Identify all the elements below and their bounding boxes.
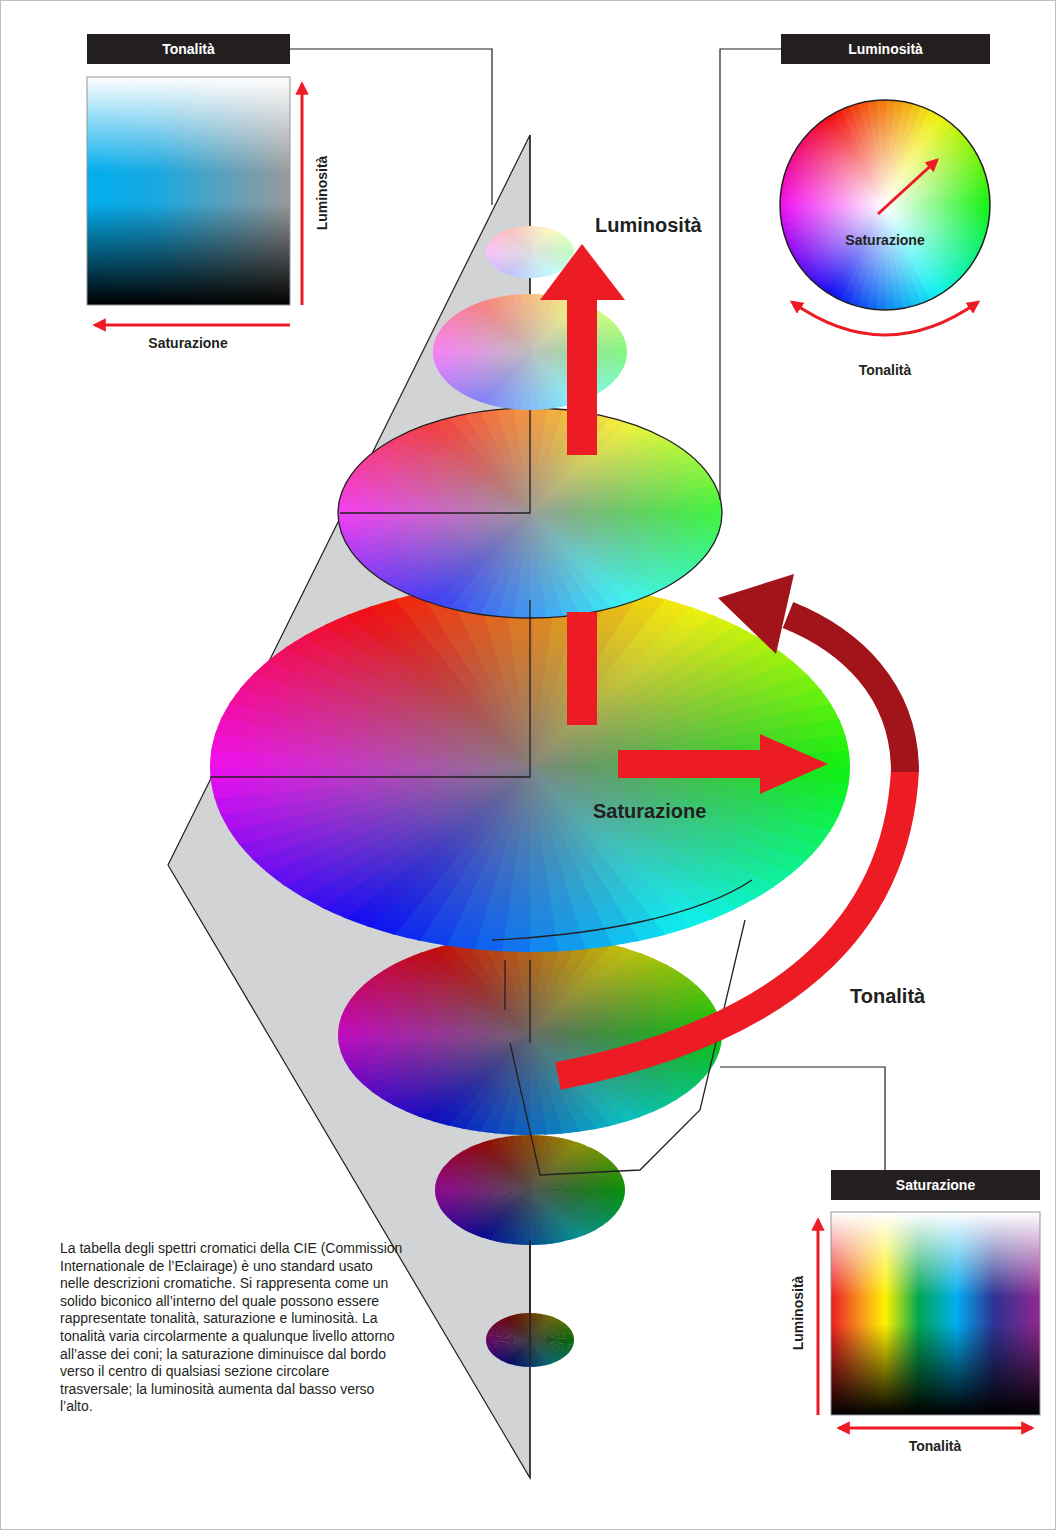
saturation-panel	[720, 1067, 1040, 1428]
dimension-label: Tonalità	[850, 985, 925, 1008]
heading-text: Tonalità	[162, 41, 215, 57]
dimension-label: Tonalità	[909, 1438, 962, 1454]
white-centre	[780, 100, 990, 310]
dimension-label: Saturazione	[593, 800, 706, 823]
lightness-arrow	[540, 244, 625, 725]
colour-section	[486, 226, 574, 278]
grey-centre	[210, 582, 850, 952]
dimension-label: Tonalità	[859, 362, 912, 378]
lightness-panel	[720, 49, 990, 500]
biconic-solid	[210, 226, 850, 1367]
dimension-label: Saturazione	[148, 335, 227, 351]
heading-text: Saturazione	[896, 1177, 975, 1193]
saturation-arrow	[618, 734, 828, 794]
section-lines	[210, 410, 752, 1365]
colour-section	[338, 408, 722, 618]
colour-section	[435, 1135, 625, 1245]
grey-centre	[338, 408, 722, 618]
colour-section	[433, 294, 627, 410]
grey-centre	[435, 1135, 625, 1245]
caption-text: La tabella degli spettri cromatici della…	[60, 1240, 405, 1416]
axis-label: Luminosità	[314, 156, 330, 231]
panel-heading: Saturazione	[831, 1170, 1040, 1200]
dimension-label: Saturazione	[845, 232, 924, 248]
grey-centre	[486, 226, 574, 278]
section-outline	[338, 408, 722, 618]
hue-panel	[87, 49, 492, 325]
axis-label: Luminosità	[790, 1276, 806, 1351]
colour-section	[210, 582, 850, 952]
panel-heading: Luminosità	[781, 34, 990, 64]
grey-centre	[433, 294, 627, 410]
dimension-label: Luminosità	[595, 214, 702, 237]
panel-heading: Tonalità	[87, 34, 290, 64]
heading-text: Luminosità	[848, 41, 923, 57]
